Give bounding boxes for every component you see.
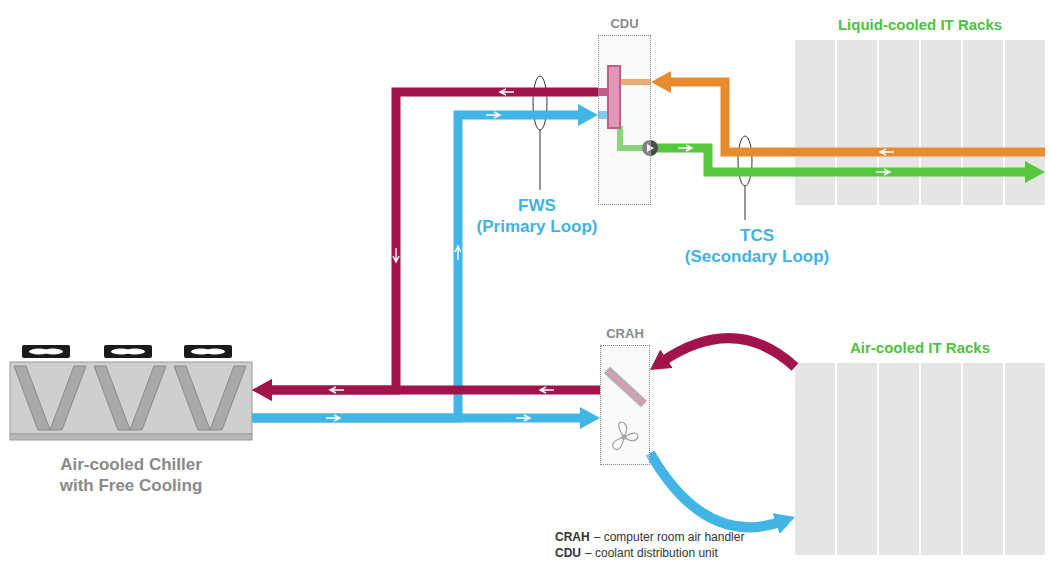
chiller-label: Air-cooled Chiller with Free Cooling: [60, 454, 203, 496]
chiller-unit: Air-cooled Chiller with Free Cooling: [10, 345, 252, 440]
loop-label: TCS (Secondary Loop): [685, 225, 830, 267]
unit-label: CDU: [610, 16, 638, 31]
cdu-box: CDU: [598, 35, 651, 205]
text-line: (Primary Loop): [477, 216, 598, 237]
abbreviation-meaning: – computer room air handler: [594, 530, 745, 544]
text-line: Air-cooled Chiller: [60, 454, 203, 475]
pipe-connector: [252, 115, 584, 418]
abbreviation-meaning: – coolant distribution unit: [585, 546, 718, 560]
pipe-connector: [662, 338, 795, 367]
rack-area: Air-cooled IT Racks: [795, 363, 1045, 555]
pipe-connector: [266, 386, 600, 395]
pipe-connector: [650, 453, 782, 527]
abbreviation-row: CRAH – computer room air handler: [555, 530, 744, 544]
pipe-connector: [665, 82, 1045, 152]
rack-group: [795, 363, 1045, 555]
rack-area: Liquid-cooled IT Racks: [795, 40, 1045, 205]
rack-group: [795, 40, 1045, 205]
text-line: FWS: [477, 195, 598, 216]
unit-label: CRAH: [606, 326, 644, 341]
rack-heading: Air-cooled IT Racks: [850, 339, 990, 356]
abbreviation-row: CDU – coolant distribution unit: [555, 546, 718, 560]
loop-label: FWS (Primary Loop): [477, 195, 598, 237]
text-line: (Secondary Loop): [685, 246, 830, 267]
rack-heading: Liquid-cooled IT Racks: [838, 16, 1002, 33]
crah-box: CRAH: [600, 345, 650, 465]
text-line: with Free Cooling: [60, 475, 203, 496]
pipe-connector: [252, 414, 586, 423]
abbreviation: CDU: [555, 546, 581, 560]
abbreviation: CRAH: [555, 530, 590, 544]
pipe-connector: [266, 92, 598, 390]
text-line: TCS: [685, 225, 830, 246]
chiller-illustration: [10, 345, 252, 440]
